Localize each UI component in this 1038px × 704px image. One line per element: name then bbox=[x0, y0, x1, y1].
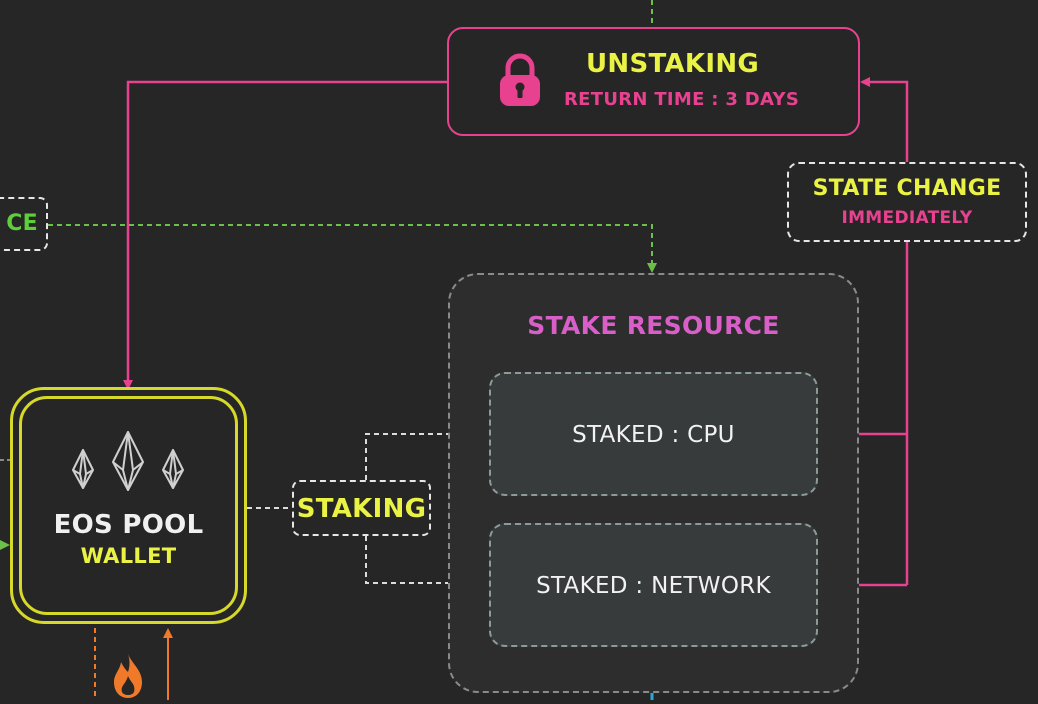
wallet-inner-border bbox=[19, 396, 238, 615]
unstaking-to-wallet-line bbox=[123, 80, 447, 390]
staking-to-network-line bbox=[365, 536, 489, 588]
left-partial-tag: CE bbox=[0, 197, 48, 251]
unstaking-subtitle: RETURN TIME : 3 DAYS bbox=[564, 89, 800, 110]
staking-tag: STAKING bbox=[292, 480, 431, 536]
stake-resource-title: STAKE RESOURCE bbox=[527, 311, 780, 340]
lock-icon bbox=[497, 52, 543, 112]
staked-network-node: STAKED : NETWORK bbox=[489, 523, 818, 647]
staked-cpu-label: STAKED : CPU bbox=[572, 422, 735, 448]
state-change-to-unstaking-line bbox=[860, 77, 909, 162]
eos-pool-wallet-node: EOS POOL WALLET bbox=[10, 387, 247, 624]
staked-cpu-node: STAKED : CPU bbox=[489, 372, 818, 496]
state-change-node: STATE CHANGE IMMEDIATELY bbox=[787, 162, 1027, 242]
wallet-subtitle: WALLET bbox=[80, 544, 177, 568]
green-dashed-to-stake-resource bbox=[48, 224, 657, 273]
staking-to-cpu-line bbox=[365, 429, 489, 480]
eos-logo-icon bbox=[63, 428, 193, 510]
state-change-title: STATE CHANGE bbox=[812, 176, 1002, 201]
fire-icon bbox=[108, 652, 148, 704]
unstaking-title: UNSTAKING bbox=[586, 49, 760, 79]
state-change-subtitle: IMMEDIATELY bbox=[841, 208, 973, 228]
staking-label: STAKING bbox=[296, 494, 427, 524]
staked-network-label: STAKED : NETWORK bbox=[536, 573, 771, 599]
wallet-title: EOS POOL bbox=[53, 510, 204, 540]
left-tag-label: CE bbox=[6, 211, 38, 236]
